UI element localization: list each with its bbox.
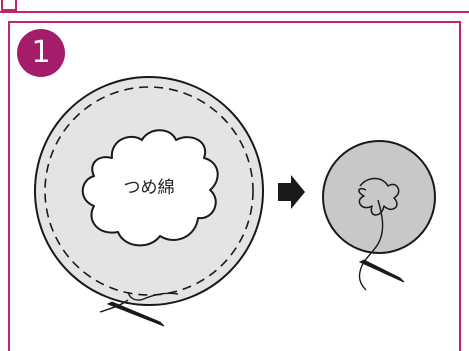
finished-ball xyxy=(323,141,435,290)
finished-ball-outline xyxy=(323,141,435,253)
right-arrow-icon xyxy=(278,175,305,209)
arrow-shape xyxy=(278,175,305,209)
stuffing-label: つめ綿 xyxy=(124,178,175,198)
needle-small xyxy=(360,260,404,282)
